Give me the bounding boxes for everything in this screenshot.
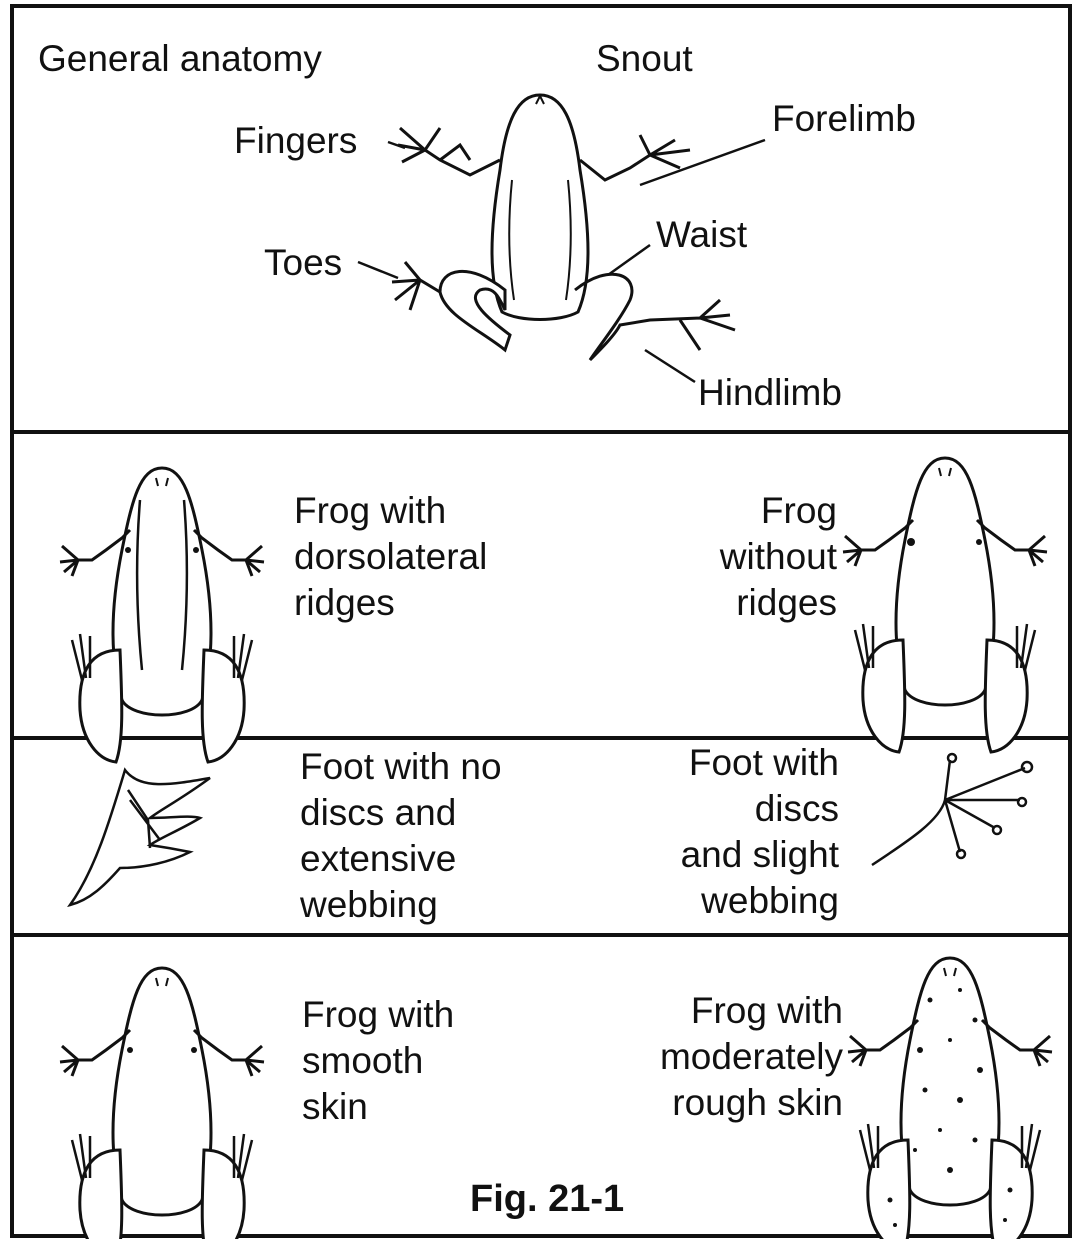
fingers-label: Fingers: [234, 118, 357, 164]
frog-rough-skin-drawing: [848, 958, 1052, 1239]
frog-with-ridges-drawing: [60, 468, 264, 762]
feet-right-text: Foot with discs and slight webbing: [681, 740, 839, 924]
skin-right-text: Frog with moderately rough skin: [660, 988, 843, 1126]
frog-smooth-skin-drawing: [60, 968, 264, 1239]
foot-discs-drawing: [872, 754, 1032, 865]
ridges-right-text: Frog without ridges: [720, 488, 837, 626]
skin-left-text: Frog with smooth skin: [302, 992, 454, 1130]
snout-label: Snout: [596, 36, 693, 82]
figure-caption: Fig. 21-1: [470, 1178, 624, 1221]
forelimb-label: Forelimb: [772, 96, 916, 142]
anatomy-title: General anatomy: [38, 36, 322, 82]
waist-label: Waist: [656, 212, 747, 258]
toes-label: Toes: [264, 240, 342, 286]
hindlimb-label: Hindlimb: [698, 370, 842, 416]
ridges-left-text: Frog with dorsolateral ridges: [294, 488, 487, 626]
frog-without-ridges-drawing: [843, 458, 1047, 752]
foot-webbed-drawing: [70, 770, 210, 905]
feet-left-text: Foot with no discs and extensive webbing: [300, 744, 502, 928]
